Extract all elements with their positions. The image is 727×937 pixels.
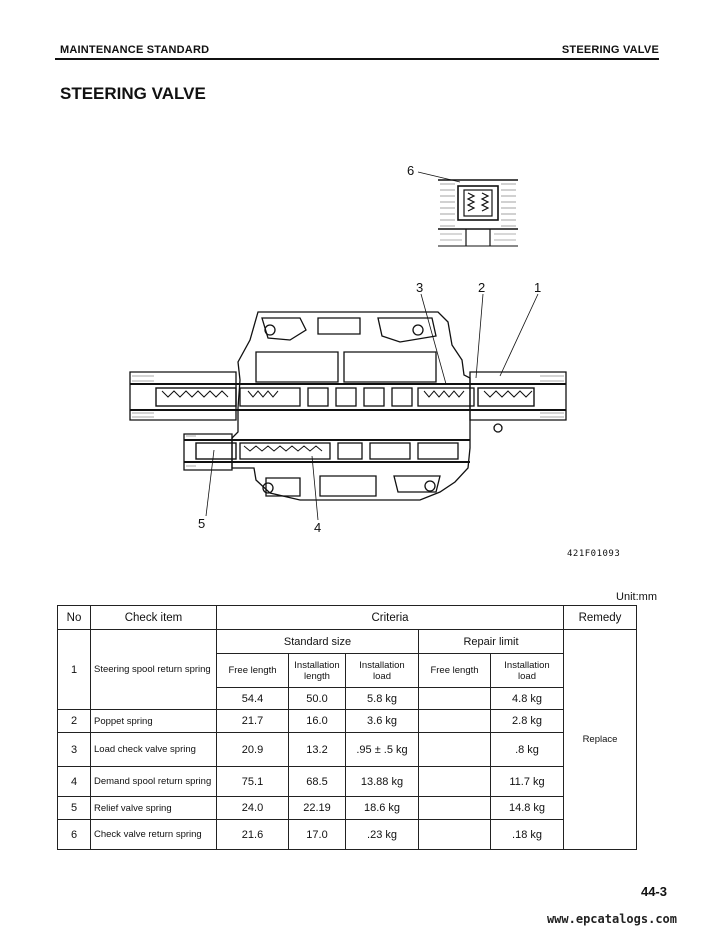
table-cell-inst-length: 50.0 bbox=[288, 687, 346, 710]
table-row-item: Load check valve spring bbox=[90, 732, 217, 767]
header-topic-label: STEERING VALVE bbox=[561, 44, 659, 56]
table-cell-inst-load: 13.88 kg bbox=[345, 766, 419, 797]
callout-2: 2 bbox=[478, 280, 485, 295]
table-row: 4 Demand spool return spring 75.1 68.5 1… bbox=[57, 766, 637, 797]
table-row-no: 1 bbox=[57, 629, 91, 710]
table-row-item: Demand spool return spring bbox=[90, 766, 217, 797]
table-cell-repair-load: .8 kg bbox=[490, 732, 564, 767]
header-rule bbox=[55, 58, 659, 60]
table-cell-free-length: 54.4 bbox=[216, 687, 289, 710]
table-cell-inst-length: 17.0 bbox=[288, 819, 346, 850]
header-repair-free-length: Free length bbox=[418, 653, 491, 688]
table-row: 5 Relief valve spring 24.0 22.19 18.6 kg… bbox=[57, 796, 637, 820]
watermark-link[interactable]: www.epcatalogs.com bbox=[546, 912, 677, 926]
table-row-item: Check valve return spring bbox=[90, 819, 217, 850]
table-cell-free-length: 24.0 bbox=[216, 796, 289, 820]
page-number: 44-3 bbox=[640, 884, 667, 899]
valve-body-section bbox=[129, 311, 567, 501]
table-cell-inst-load: 3.6 kg bbox=[345, 709, 419, 733]
callout-3: 3 bbox=[416, 280, 423, 295]
remedy-replace: Replace bbox=[563, 629, 637, 850]
table-cell-repair-free bbox=[418, 732, 491, 767]
table-row: 6 Check valve return spring 21.6 17.0 .2… bbox=[57, 819, 637, 850]
table-cell-repair-free bbox=[418, 687, 491, 710]
detail-inset bbox=[417, 171, 518, 247]
table-cell-inst-length: 13.2 bbox=[288, 732, 346, 767]
header-check-item: Check item bbox=[90, 605, 217, 630]
table-cell-repair-free bbox=[418, 819, 491, 850]
header-standard-size: Standard size bbox=[216, 629, 419, 654]
table-cell-inst-length: 16.0 bbox=[288, 709, 346, 733]
callout-4: 4 bbox=[314, 520, 321, 535]
maintenance-standard-table: No Check item Criteria Remedy 1 Steering… bbox=[57, 605, 637, 850]
header-section-label: MAINTENANCE STANDARD bbox=[60, 44, 210, 56]
callout-1: 1 bbox=[534, 280, 541, 295]
table-cell-inst-load: .23 kg bbox=[345, 819, 419, 850]
header-installation-length: Installation length bbox=[288, 653, 346, 688]
table-cell-repair-free bbox=[418, 709, 491, 733]
callout-5: 5 bbox=[198, 516, 205, 531]
header-criteria: Criteria bbox=[216, 605, 564, 630]
header-installation-load: Installation load bbox=[345, 653, 419, 688]
table-row-item: Relief valve spring bbox=[90, 796, 217, 820]
table-row-no: 2 bbox=[57, 709, 91, 733]
header-remedy: Remedy bbox=[563, 605, 637, 630]
table-cell-inst-load: 18.6 kg bbox=[345, 796, 419, 820]
header-repair-limit: Repair limit bbox=[418, 629, 564, 654]
table-cell-free-length: 20.9 bbox=[216, 732, 289, 767]
page-title: STEERING VALVE bbox=[60, 84, 206, 103]
figure-code: 421F01093 bbox=[567, 549, 621, 559]
table-row: 3 Load check valve spring 20.9 13.2 .95 … bbox=[57, 732, 637, 767]
table-cell-repair-load: 2.8 kg bbox=[490, 709, 564, 733]
table-cell-free-length: 21.7 bbox=[216, 709, 289, 733]
table-row-item: Poppet spring bbox=[90, 709, 217, 733]
table-cell-free-length: 75.1 bbox=[216, 766, 289, 797]
steering-valve-diagram: 6 3 2 1 5 4 bbox=[129, 163, 567, 535]
table-row-no: 6 bbox=[57, 819, 91, 850]
table-cell-inst-load: 5.8 kg bbox=[345, 687, 419, 710]
table-cell-inst-load: .95 ± .5 kg bbox=[345, 732, 419, 767]
table-cell-repair-load: .18 kg bbox=[490, 819, 564, 850]
header-free-length: Free length bbox=[216, 653, 289, 688]
table-cell-repair-load: 11.7 kg bbox=[490, 766, 564, 797]
table-cell-repair-free bbox=[418, 766, 491, 797]
table-row-no: 5 bbox=[57, 796, 91, 820]
table-cell-repair-load: 14.8 kg bbox=[490, 796, 564, 820]
table-cell-inst-length: 22.19 bbox=[288, 796, 346, 820]
table-row-item: Steering spool return spring bbox=[90, 629, 217, 710]
table-cell-repair-free bbox=[418, 796, 491, 820]
table-cell-repair-load: 4.8 kg bbox=[490, 687, 564, 710]
callout-6: 6 bbox=[407, 163, 414, 178]
table-cell-free-length: 21.6 bbox=[216, 819, 289, 850]
table-row: 2 Poppet spring 21.7 16.0 3.6 kg 2.8 kg bbox=[57, 709, 637, 733]
header-repair-installation-load: Installation load bbox=[490, 653, 564, 688]
table-row-no: 3 bbox=[57, 732, 91, 767]
table-cell-inst-length: 68.5 bbox=[288, 766, 346, 797]
callout-leaders bbox=[205, 293, 539, 521]
header-no: No bbox=[57, 605, 91, 630]
table-row-no: 4 bbox=[57, 766, 91, 797]
unit-label: Unit:mm bbox=[616, 591, 657, 603]
